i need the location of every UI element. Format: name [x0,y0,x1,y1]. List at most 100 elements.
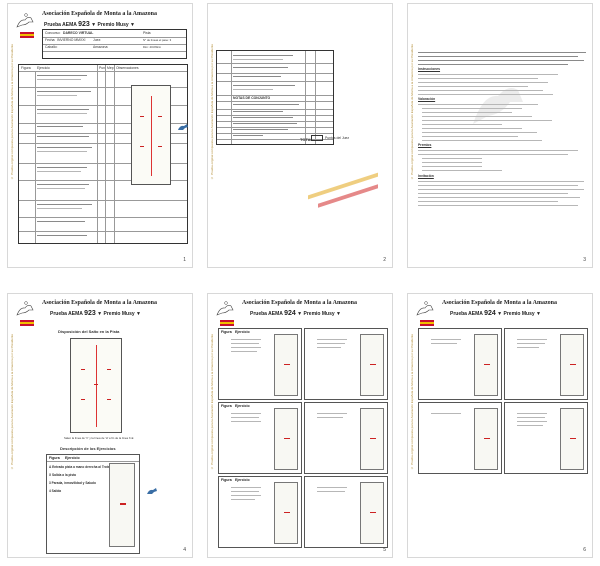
test-title: Prueba AEMA 924 ▼ Premio Musy ▼ [250,310,341,317]
dim-label: Dim: 40×80cm [143,45,162,49]
association-title: Asociación Española de Monta a la Amazon… [442,300,558,306]
exercise-box [418,402,502,474]
page-1: © Prueba original compuesta para la Asoc… [7,3,193,268]
page-5: © Prueba original compuesta para la Asoc… [207,293,393,558]
total-label: TOTAL [300,137,313,142]
score-table-continued: NOTAS DE CONJUNTO [216,50,334,145]
exercise-box [504,328,588,400]
total-box [311,135,323,141]
exercise-thumbnail [560,334,584,396]
heading-valoracion: Valoración [418,97,436,101]
fecha-label: Fecha: [45,38,56,42]
exercise-box [304,402,388,474]
pista-title: Disposición del Salto en la Pista [58,329,120,334]
exercise-thumbnail [560,408,584,470]
exercise-box [504,402,588,474]
col-mep: Mep [107,66,114,70]
spain-flag-icon [20,32,34,38]
premio-label: ▼ Premio Musy ▼ [91,22,135,28]
test-title: Prueba AEMA 923 ▼ Premio Musy ▼ [50,310,141,317]
pista-label: Pista [143,31,151,35]
spain-flag-icon [220,320,234,326]
exercise-thumbnail [274,408,298,470]
page-6: © Prueba original compuesta para la Asoc… [407,293,593,558]
exercise-thumbnail [274,334,298,396]
exercise-thumbnail [109,463,135,547]
notas-title: NOTAS DE CONJUNTO [233,95,271,100]
nivel-label: N° de líneas el pase: 3 [143,38,172,42]
col-ejercicio: Ejercicio [37,66,50,70]
desc-item: 3 Parada, inmovilidad y Saludo [49,481,96,485]
puntos-label: Puntos del Juez [325,136,350,140]
caballo-label: Caballo: [45,45,58,49]
side-note: © Prueba original compuesta para la Asoc… [210,334,214,470]
exercise-thumbnail [474,334,498,396]
desc-item: X Salida a la pista [49,473,76,477]
col-observaciones: Observaciones [116,66,139,70]
side-note: © Prueba original compuesta para la Asoc… [10,334,14,470]
exercise-col-ejercicio: Ejercicio [65,456,80,460]
association-title: Asociación Española de Monta a la Amazon… [42,300,158,306]
amazona-label: Amazona: [93,45,109,49]
desc-item: 4 Salida [49,489,62,493]
page-number: 4 [183,547,186,553]
exercise-box [304,476,388,548]
exercise-box: Figura Ejercicio [218,476,302,548]
heading-instrucciones: Instrucciones [418,67,441,71]
spain-flag-icon [20,320,34,326]
exercise-thumbnail [474,408,498,470]
page-number: 3 [583,257,586,263]
exercise-box: Figura Ejercicio A Entrada pista a mano … [46,454,140,554]
test-title: Prueba AEMA 924 ▼ Premio Musy ▼ [450,310,541,317]
test-label: Prueba AEMA [44,22,77,28]
association-title: Asociación Española de Monta a la Amazon… [242,300,358,306]
col-figura: Figura [21,66,31,70]
heading-invitacion: Invitación [418,174,434,178]
rider-logo-icon [216,301,234,316]
exercise-thumbnail [274,482,298,544]
arena-layout-diagram [70,338,122,433]
rider-logo-icon [416,301,434,316]
page-number: 6 [583,547,586,553]
exercise-thumbnail [360,334,384,396]
horse-rider-icon [147,488,157,494]
exercise-box [304,328,388,400]
col-pun: Pun [99,66,106,70]
rider-logo-icon [16,13,34,28]
page-number: 2 [383,257,386,263]
test-title: Prueba AEMA 923 ▼ Premio Musy ▼ [44,21,135,28]
exercise-thumbnail [360,482,384,544]
decor-stripe [318,184,378,208]
page-number: 1 [183,257,186,263]
watermark-rider-icon [473,88,523,124]
score-table: Figura Ejercicio Pun Mep Observaciones [18,64,188,244]
exercise-box [418,328,502,400]
heading-premios: Premios [418,143,432,147]
test-number: 923 [78,21,90,28]
side-note: © Prueba original compuesta para la Asoc… [410,44,414,180]
concurso-value: DARECO VIRTUAL [63,31,94,35]
page-2: © Prueba original compuesta para la Asoc… [207,3,393,268]
arena-caption: Salen la línea de 'V' y la línea de 'H' … [64,436,134,440]
horse-rider-icon [178,124,188,130]
page-3: © Prueba original compuesta para la Asoc… [407,3,593,268]
side-note: © Prueba original compuesta para la Asoc… [10,44,14,180]
page-number: 5 [383,547,386,553]
page-4: © Prueba original compuesta para la Asoc… [7,293,193,558]
rider-logo-icon [16,301,34,316]
fecha-value: INVIERNO MMXXI [57,38,86,42]
info-grid: Concurso: DARECO VIRTUAL Fecha: INVIERNO… [42,29,187,59]
side-note: © Prueba original compuesta para la Asoc… [410,334,414,470]
exercise-col-figura: Figura [49,456,60,460]
exercise-box: Figura Ejercicio [218,328,302,400]
arena-diagram [131,85,171,185]
side-note: © Prueba original compuesta para la Asoc… [210,44,214,180]
exercise-box: Figura Ejercicio [218,402,302,474]
descripcion-title: Descripción de los Ejercicios [60,446,116,451]
concurso-label: Concurso: [45,31,61,35]
desc-item: A Entrada pista a mano derecha al Trote [49,465,110,469]
exercise-thumbnail [360,408,384,470]
spain-flag-icon [420,320,434,326]
juez-label: Juez: [93,38,102,42]
association-title: Asociación Española de Monta a la Amazon… [42,11,158,17]
